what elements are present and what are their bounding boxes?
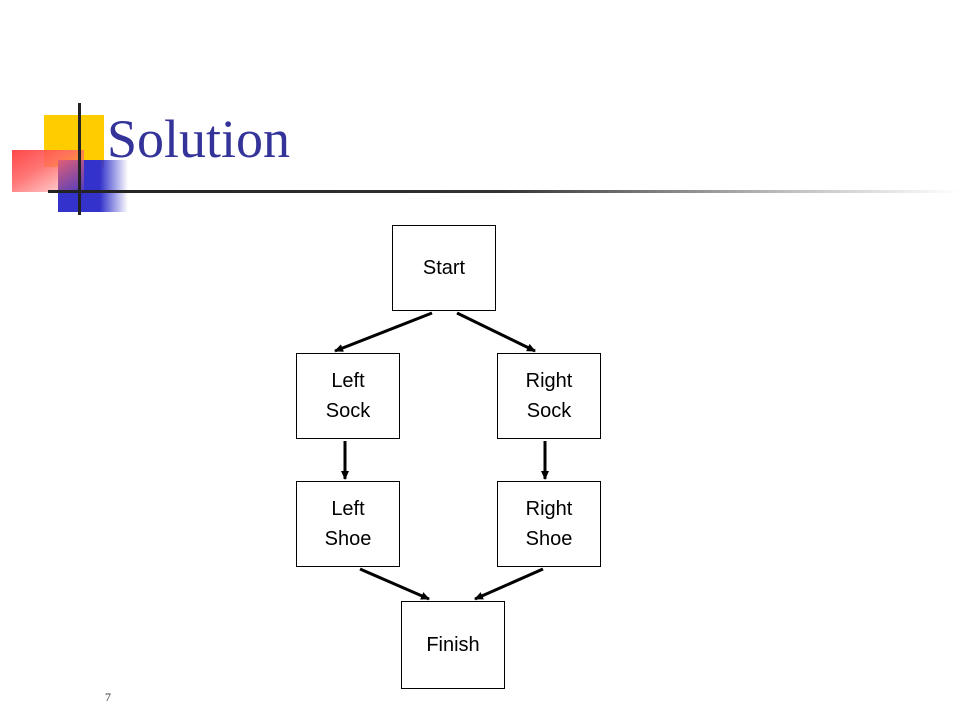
decorative-red-square (12, 150, 84, 192)
edge-left-shoe-to-finish (359, 567, 430, 601)
node-right-shoe: Right Shoe (497, 481, 601, 567)
node-left-sock: Left Sock (296, 353, 400, 439)
node-left-shoe-label: Left Shoe (324, 498, 372, 550)
page-number: 7 (105, 690, 111, 704)
edge-right-shoe-to-finish (474, 567, 544, 601)
decorative-vertical-rule (78, 103, 81, 215)
node-finish: Finish (401, 601, 505, 689)
node-finish-label: Finish (426, 634, 480, 656)
node-right-shoe-label: Right Shoe (525, 498, 573, 550)
node-right-sock-label: Right Sock (525, 370, 573, 422)
edge-start-to-right-sock (456, 311, 536, 353)
node-left-sock-label: Left Sock (325, 370, 371, 422)
node-right-sock: Right Sock (497, 353, 601, 439)
node-start-label: Start (422, 257, 466, 279)
slide-title: Solution (107, 109, 291, 169)
title-underline-rule (48, 190, 960, 193)
node-start: Start (392, 225, 496, 311)
node-left-shoe: Left Shoe (296, 481, 400, 567)
edge-start-to-left-sock (334, 311, 433, 353)
